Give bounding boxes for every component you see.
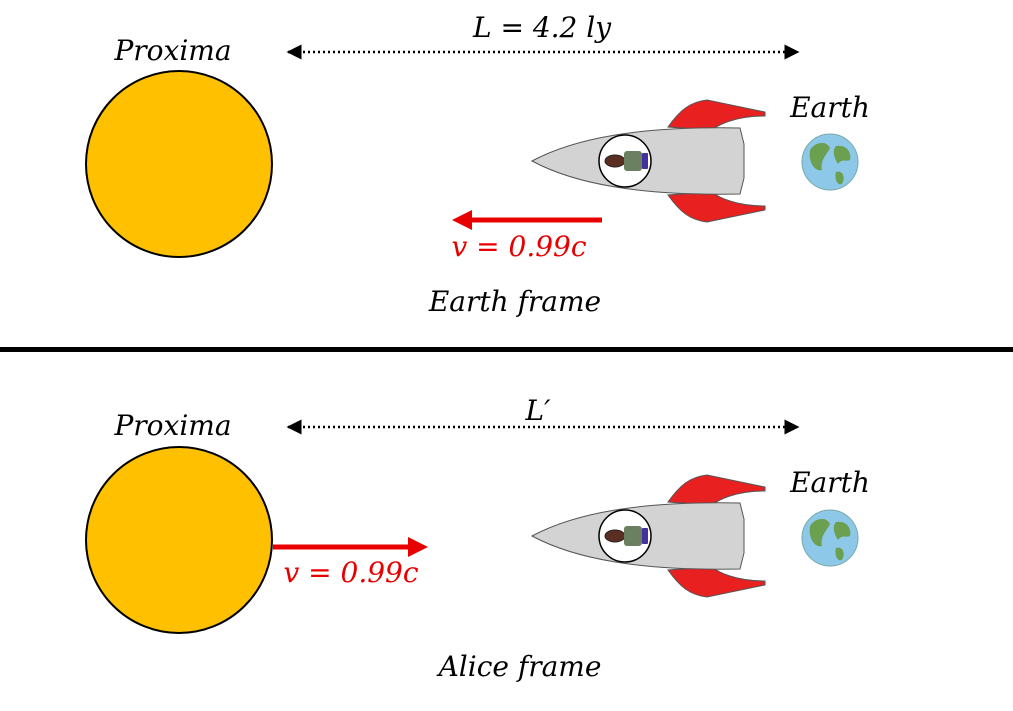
astronaut-icon: [604, 526, 648, 546]
panel-divider: [0, 347, 1013, 352]
frame-label: Alice frame: [436, 650, 602, 683]
velocity-label: v = 0.99c: [283, 556, 418, 589]
earth-globe-icon: [801, 133, 859, 191]
rocket-icon: [530, 474, 766, 598]
rocket-icon: [530, 99, 766, 223]
velocity-label: v = 0.99c: [451, 230, 586, 263]
star-label: Proxima: [113, 34, 231, 67]
astronaut-icon: [604, 151, 648, 171]
frame-label: Earth frame: [428, 285, 601, 318]
panel-alice-frame: Proxima L′ Earth v = 0.99c A: [85, 394, 870, 683]
star-label: Proxima: [113, 409, 231, 442]
earth-label: Earth: [789, 91, 870, 124]
panel-earth-frame: Proxima L = 4.2 ly Earth v = 0.99: [85, 11, 870, 318]
proxima-star-icon: [85, 446, 273, 634]
velocity-arrowhead: [408, 537, 428, 557]
earth-label: Earth: [789, 466, 870, 499]
earth-globe-icon: [801, 509, 859, 567]
proxima-star-icon: [85, 70, 273, 258]
distance-label: L′: [525, 394, 552, 427]
velocity-arrowhead: [452, 210, 472, 230]
distance-label: L = 4.2 ly: [472, 11, 612, 44]
